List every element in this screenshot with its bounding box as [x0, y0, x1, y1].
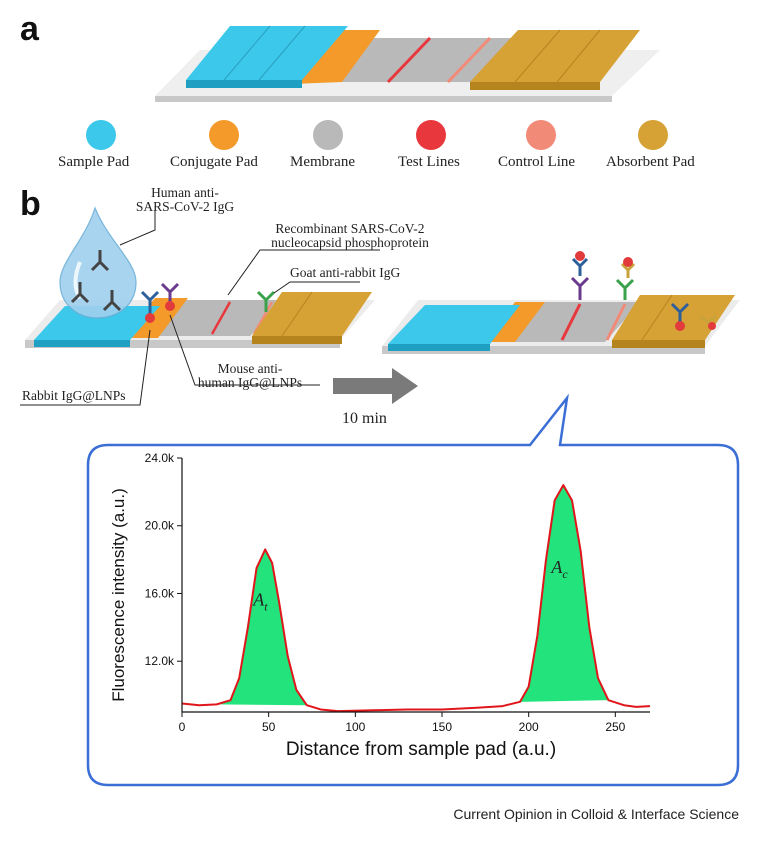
absorbent-pad-b1 [252, 292, 372, 336]
legend-dot-conjugate-pad [209, 120, 239, 150]
x-tick-label: 50 [262, 720, 276, 734]
peak-label-1: At [252, 589, 268, 613]
absorbent-pad-a-side [470, 82, 600, 90]
lnp-antibody-icon-2 [160, 282, 180, 311]
legend-label-membrane: Membrane [290, 154, 355, 170]
legend-dot-membrane [313, 120, 343, 150]
legend-label-test-lines: Test Lines [398, 154, 460, 170]
antibody-icon-droplet-2 [70, 282, 90, 304]
absorbed-lnp-icon [670, 302, 717, 331]
absorbent-pad-b2 [612, 295, 735, 340]
test-line-b1 [210, 301, 232, 335]
peak-label-subscript: t [264, 599, 268, 613]
x-axis-title: Distance from sample pad (a.u.) [286, 739, 556, 760]
lnp-antibody-icon-1 [140, 290, 160, 323]
conjugate-pad-b2 [485, 302, 545, 342]
peak-area-2 [520, 485, 609, 702]
peak-label-subscript: c [562, 567, 568, 581]
panel-a-label: a [20, 10, 39, 48]
time-label: 10 min [342, 410, 387, 427]
fluorescence-line [181, 484, 651, 713]
sample-pad-a-side [186, 80, 302, 88]
test-line-a [386, 36, 432, 84]
x-tick-label: 200 [519, 720, 539, 734]
y-tick-label: 20.0k [145, 519, 175, 533]
panel-b-label: b [20, 185, 41, 223]
callout-recombinant-line2: nucleocapsid phosphoprotein [271, 235, 429, 250]
y-tick-label: 16.0k [145, 586, 175, 600]
callout-human-igg-line1: Human anti- [151, 185, 219, 200]
y-tick-label: 12.0k [145, 654, 175, 668]
control-line-b2 [605, 303, 627, 341]
legend-label-control-line: Control Line [498, 154, 576, 170]
x-tick-label: 100 [345, 720, 365, 734]
y-tick-label: 24.0k [145, 451, 175, 465]
sample-pad-a [186, 26, 348, 80]
goat-igg-icon [256, 290, 276, 312]
control-line-a [446, 36, 492, 84]
sample-pad-b2 [388, 305, 520, 344]
antibody-icon-droplet-1 [90, 250, 110, 272]
captured-complex-test-icon [570, 251, 590, 300]
control-line-b1 [252, 301, 274, 335]
membrane-b1 [150, 300, 285, 336]
membrane-a [322, 38, 520, 82]
callout-goat-igg: Goat anti-rabbit IgG [290, 265, 401, 280]
legend-dot-test-lines [416, 120, 446, 150]
x-tick-label: 150 [432, 720, 452, 734]
callout-mouse-line2: human IgG@LNPs [197, 375, 303, 390]
strip-base-side [155, 96, 612, 102]
test-line-b2 [560, 303, 582, 341]
antibody-icon-droplet-3 [102, 290, 122, 312]
legend-label-sample-pad: Sample Pad [58, 154, 130, 170]
peak-area-1 [216, 549, 307, 706]
callout-human-igg-line2: SARS-CoV-2 IgG [135, 199, 235, 214]
absorbent-pad-a [470, 30, 640, 82]
x-tick-label: 0 [179, 720, 186, 734]
legend-label-conjugate-pad: Conjugate Pad [170, 154, 258, 170]
legend-dot-control-line [526, 120, 556, 150]
callout-mouse-line1: Mouse anti- [217, 361, 283, 376]
sample-pad-b1 [34, 306, 160, 340]
arrow-icon [333, 368, 418, 404]
legend-dot-sample-pad [86, 120, 116, 150]
source-credit: Current Opinion in Colloid & Interface S… [453, 806, 739, 822]
callout-recombinant-line1: Recombinant SARS-CoV-2 [275, 221, 425, 236]
x-tick-label: 250 [605, 720, 625, 734]
captured-complex-control-icon [615, 257, 636, 300]
legend-dot-absorbent-pad [638, 120, 668, 150]
callout-rabbit: Rabbit IgG@LNPs [22, 388, 126, 403]
y-axis-title: Fluorescence intensity (a.u.) [109, 488, 128, 702]
legend-label-absorbent-pad: Absorbent Pad [606, 154, 695, 170]
